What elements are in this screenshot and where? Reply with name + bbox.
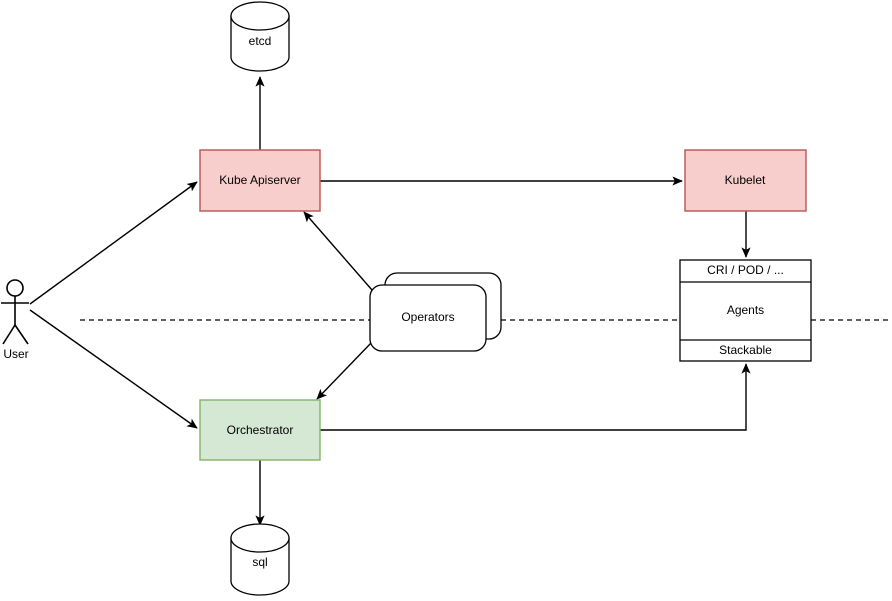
etcd-label: etcd — [249, 34, 272, 48]
edge-orchestrator-to-stackable — [320, 363, 751, 431]
actor-user[interactable]: User — [1, 279, 29, 361]
kube-apiserver-label: Kube Apiserver — [219, 173, 300, 187]
sql-cylinder-body — [230, 537, 290, 596]
user-leg-left — [2, 324, 16, 345]
kube-apiserver-box — [199, 149, 321, 212]
etcd-cylinder-top — [230, 1, 290, 31]
node-kube-apiserver[interactable]: Kube Apiserver — [199, 149, 321, 212]
operators-card-front — [369, 284, 487, 352]
agents-box — [679, 259, 812, 362]
sql-cylinder-top — [230, 523, 290, 553]
etcd-cylinder-body — [230, 15, 290, 72]
kubelet-box — [684, 149, 807, 212]
kubelet-label: Kubelet — [725, 173, 766, 187]
edge-user-to-kube-apiserver — [29, 181, 198, 305]
agents-footer-label: Stackable — [719, 343, 772, 357]
agents-body-label: Agents — [727, 303, 764, 317]
node-etcd[interactable]: etcd — [230, 1, 290, 72]
edge-operators-to-kube-apiserver — [303, 211, 373, 291]
node-operators[interactable]: Operators — [369, 272, 502, 352]
user-leg-right — [14, 324, 29, 345]
node-orchestrator[interactable]: Orchestrator — [199, 399, 321, 461]
node-sql[interactable]: sql — [230, 523, 290, 596]
user-head-icon — [6, 279, 24, 297]
edge-user-to-orchestrator — [29, 309, 198, 429]
sql-label: sql — [252, 555, 267, 569]
user-label: User — [3, 347, 28, 361]
operators-label: Operators — [401, 310, 454, 324]
node-agents[interactable]: CRI / POD / ... Agents Stackable — [679, 259, 812, 362]
orchestrator-box — [199, 399, 321, 461]
orchestrator-label: Orchestrator — [227, 423, 294, 437]
agents-header-label: CRI / POD / ... — [707, 263, 784, 277]
edge-operators-to-orchestrator — [316, 341, 373, 400]
node-kubelet[interactable]: Kubelet — [684, 149, 807, 212]
